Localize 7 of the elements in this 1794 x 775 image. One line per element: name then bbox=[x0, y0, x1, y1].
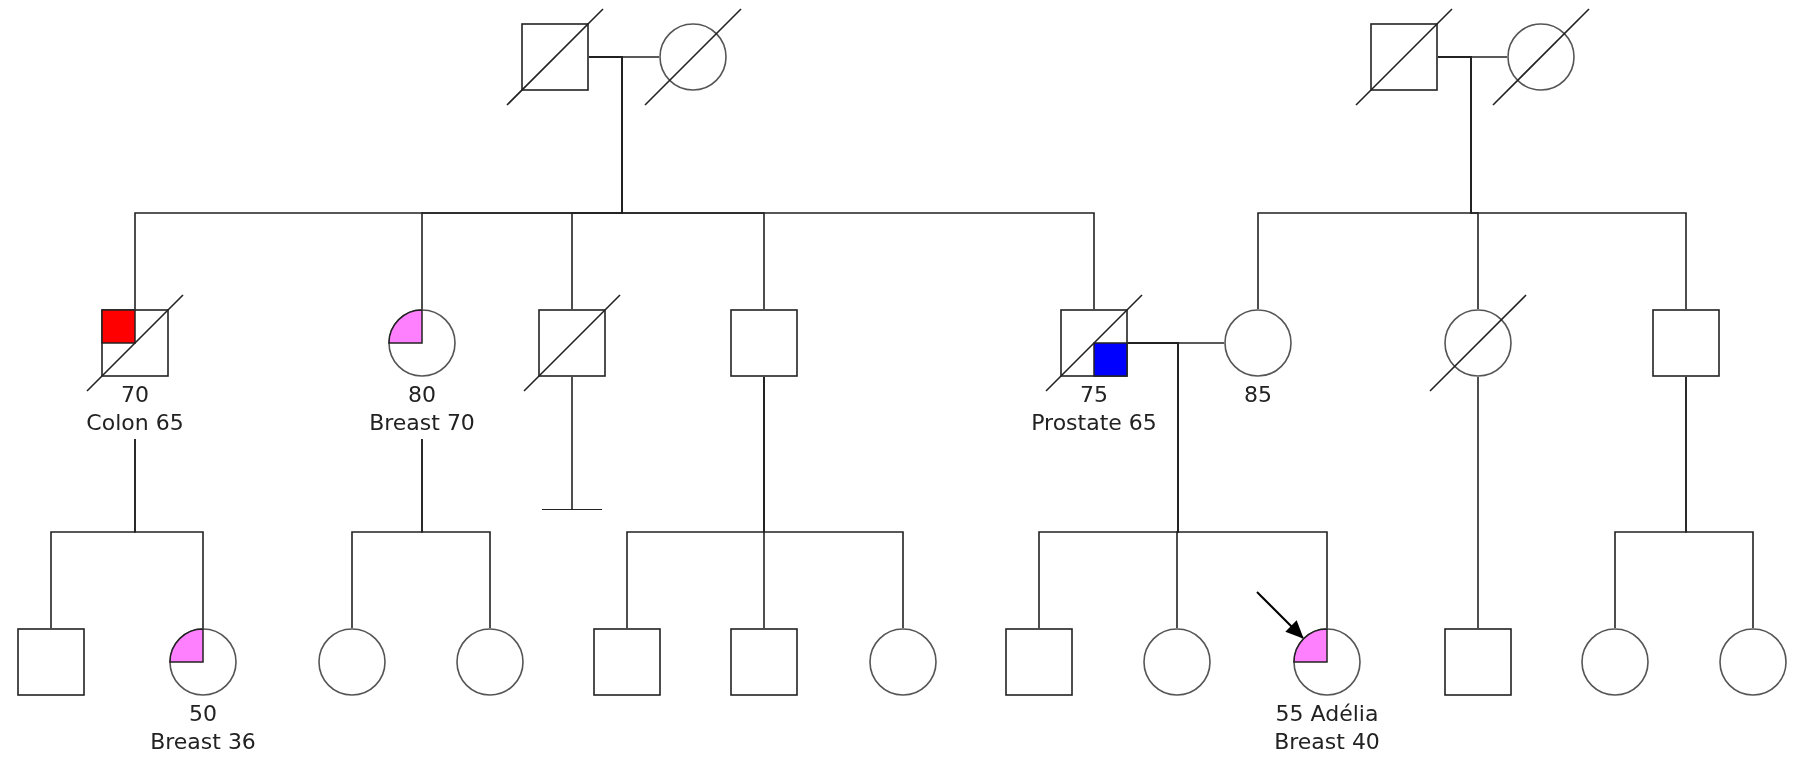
proband-arrow bbox=[1256, 591, 1304, 639]
descent-line bbox=[1477, 376, 1479, 629]
descent-line bbox=[1685, 376, 1754, 629]
no-offspring-line bbox=[541, 376, 603, 510]
descent-line bbox=[421, 438, 491, 629]
descent-line bbox=[134, 438, 204, 629]
descent-line bbox=[763, 376, 904, 629]
